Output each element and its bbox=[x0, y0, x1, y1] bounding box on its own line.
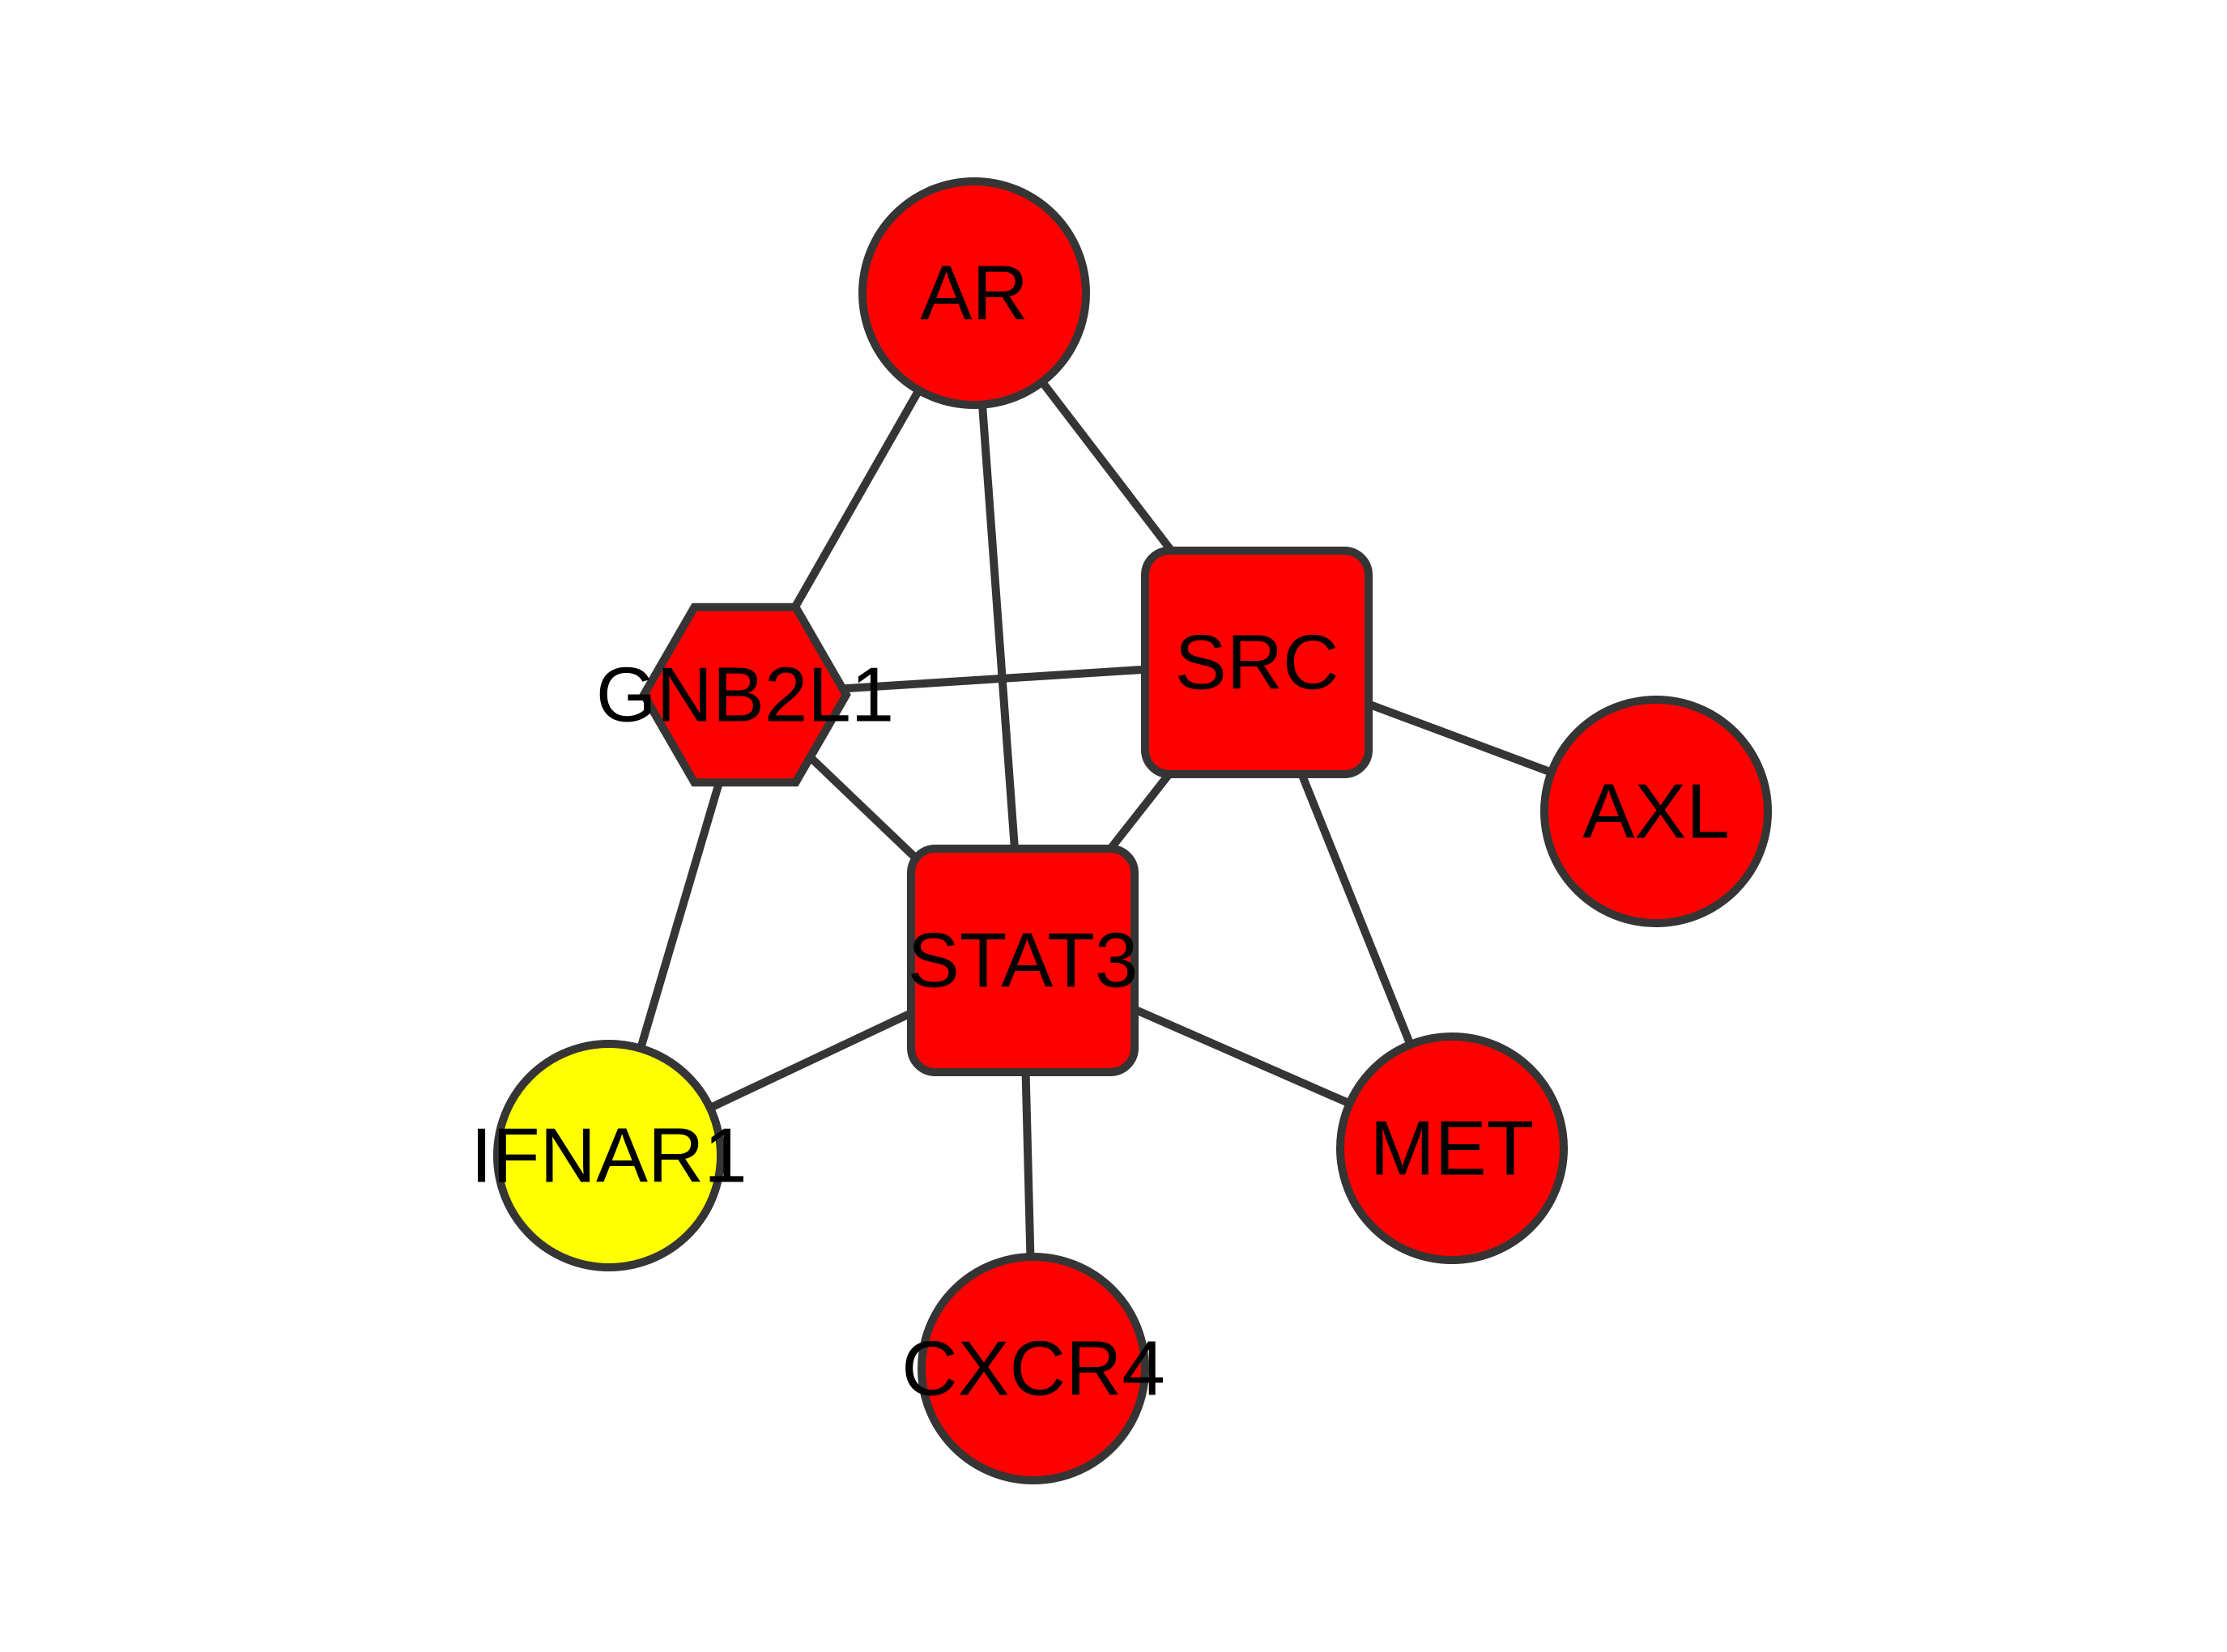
node-ifnar1-circle bbox=[493, 1040, 725, 1271]
node-src-rounded-square bbox=[1141, 547, 1373, 778]
node-gnb2l1-hexagon bbox=[639, 602, 851, 787]
node-label-stat3: STAT3 bbox=[908, 918, 1138, 1004]
node-met-circle bbox=[1336, 1032, 1568, 1264]
node-ar[interactable]: AR bbox=[858, 177, 1090, 409]
node-src[interactable]: SRC bbox=[1141, 547, 1373, 778]
node-cxcr4[interactable]: CXCR4 bbox=[901, 1253, 1165, 1484]
node-cxcr4-circle bbox=[918, 1253, 1149, 1484]
node-met[interactable]: MET bbox=[1336, 1032, 1568, 1264]
node-axl[interactable]: AXL bbox=[1540, 696, 1772, 927]
node-label-src: SRC bbox=[1175, 620, 1339, 706]
node-gnb2l1[interactable]: GNB2L1 bbox=[596, 602, 894, 787]
node-stat3[interactable]: STAT3 bbox=[907, 845, 1139, 1076]
node-label-ifnar1: IFNAR1 bbox=[471, 1113, 747, 1199]
node-ifnar1[interactable]: IFNAR1 bbox=[471, 1040, 747, 1271]
node-label-ar: AR bbox=[920, 250, 1028, 337]
node-label-cxcr4: CXCR4 bbox=[901, 1326, 1165, 1412]
node-label-gnb2l1: GNB2L1 bbox=[596, 652, 894, 739]
node-label-axl: AXL bbox=[1582, 769, 1729, 855]
node-axl-circle bbox=[1540, 696, 1772, 927]
node-ar-circle bbox=[858, 177, 1090, 409]
node-stat3-rounded-square bbox=[907, 845, 1139, 1076]
node-label-met: MET bbox=[1370, 1105, 1535, 1192]
